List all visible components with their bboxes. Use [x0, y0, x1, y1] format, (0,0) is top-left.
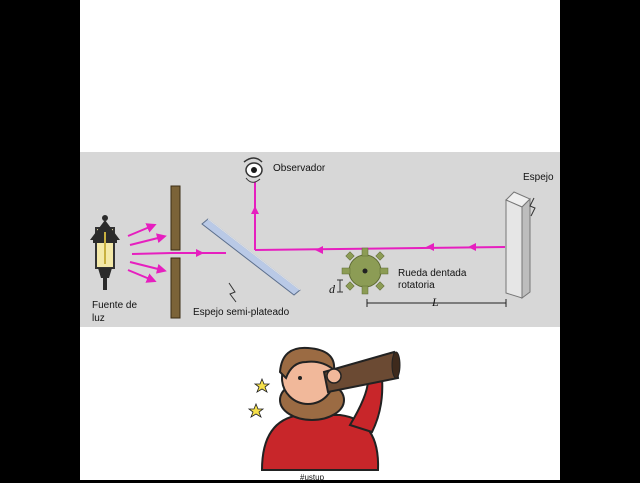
- wheel-label-line1: Rueda dentada: [398, 268, 467, 279]
- toothed-wheel-icon: [341, 247, 389, 295]
- scientist-illustration: [247, 346, 401, 471]
- light-source-label-line1: Fuente de: [92, 300, 138, 311]
- tooth-spacing-marker: [337, 279, 343, 293]
- caption-text: #ustup: [300, 473, 325, 482]
- distance-label: L: [432, 295, 439, 309]
- slit-barrier: [170, 185, 181, 319]
- observer-label: Observador: [273, 163, 326, 174]
- half-mirror-label: Espejo semi-plateado: [193, 307, 290, 318]
- tooth-spacing-label: d: [329, 282, 335, 296]
- far-mirror: [505, 191, 536, 299]
- observer-eye-icon: [243, 157, 263, 183]
- mirror-label: Espejo: [523, 172, 554, 183]
- light-rays: [127, 223, 173, 283]
- distance-line: [366, 299, 507, 307]
- light-source-label-line2: luz: [92, 313, 105, 324]
- label-pointer: [228, 282, 237, 303]
- half-silvered-mirror: [201, 218, 301, 296]
- lamp-icon: [90, 215, 120, 290]
- beam-path: [172, 182, 506, 254]
- wheel-label-line2: rotatoria: [398, 280, 435, 291]
- beam-arrows: [196, 206, 476, 257]
